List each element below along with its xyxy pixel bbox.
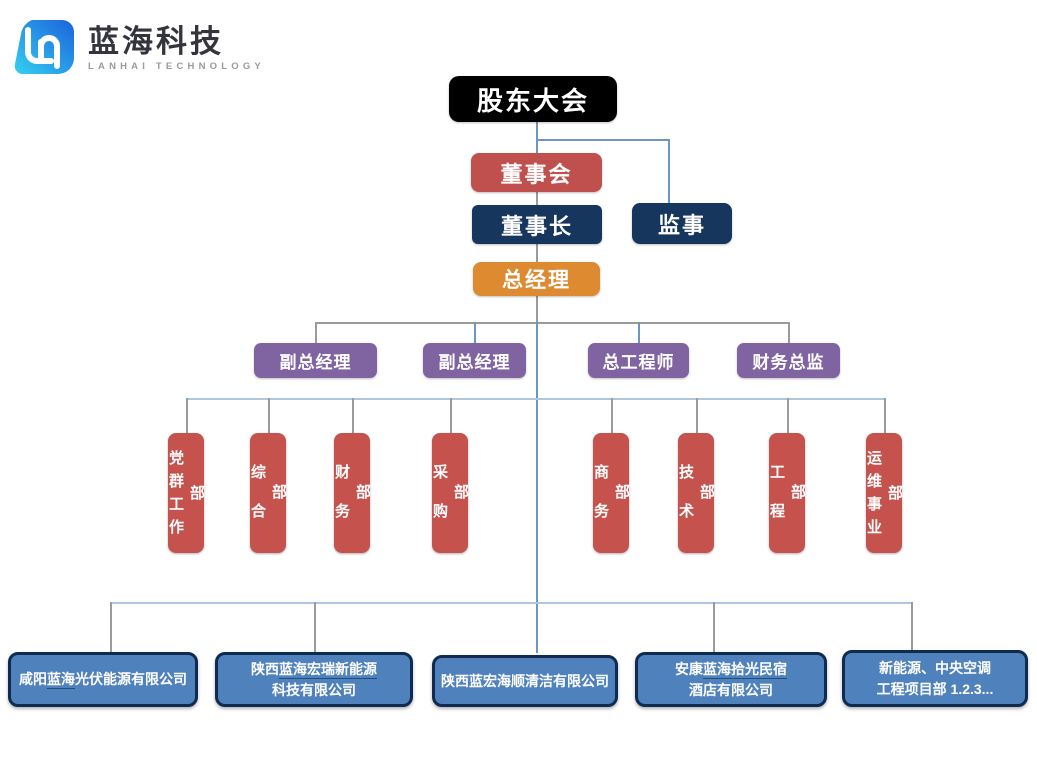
company-name-part: 新能源、中央空调 bbox=[879, 660, 991, 677]
company-name-line2: 工程项目部 1.2.3... bbox=[876, 680, 994, 697]
connector-line bbox=[696, 398, 698, 433]
node-dept-party-affairs: 党群工作部 bbox=[167, 433, 205, 553]
connector-line bbox=[352, 398, 354, 433]
connector-line bbox=[536, 122, 538, 154]
connector-line bbox=[110, 602, 112, 652]
connector-line bbox=[450, 398, 452, 433]
node-label: 总经理 bbox=[502, 269, 571, 292]
node-finance-director: 财务总监 bbox=[737, 343, 840, 378]
brand-logo: 蓝海科技 LANHAI TECHNOLOGY bbox=[12, 18, 265, 80]
brand-text: 蓝海科技 LANHAI TECHNOLOGY bbox=[88, 26, 265, 72]
node-label: 董事会 bbox=[500, 161, 573, 187]
node-company-shaanxi-hongrui: 陕西蓝海宏瑞新能源 科技有限公司 bbox=[215, 652, 413, 707]
connector-line bbox=[638, 322, 640, 344]
brand-name-cn: 蓝海科技 bbox=[88, 24, 224, 59]
node-label: 技术部 bbox=[677, 464, 715, 542]
node-label: 工程部 bbox=[768, 464, 806, 542]
company-name-part: 光伏能源有限公司 bbox=[75, 671, 187, 688]
brand-name-en: LANHAI TECHNOLOGY bbox=[88, 61, 265, 72]
node-label: 财务部 bbox=[333, 464, 371, 542]
connector-line bbox=[713, 602, 715, 652]
company-name-part: 咸阳 bbox=[19, 671, 47, 688]
company-name-line1: 安康蓝海拾光民宿 bbox=[675, 659, 787, 680]
connector-line bbox=[315, 322, 317, 344]
node-company-ankang-hotel: 安康蓝海拾光民宿 酒店有限公司 bbox=[635, 652, 827, 707]
node-label: 采购部 bbox=[431, 464, 469, 542]
connector-line bbox=[474, 322, 476, 344]
connector-line bbox=[268, 398, 270, 433]
connector-line bbox=[186, 398, 884, 400]
connector-line bbox=[110, 602, 911, 604]
connector-line bbox=[314, 602, 316, 652]
node-dept-operations-maintenance: 运维事业部 bbox=[865, 433, 903, 553]
connector-line bbox=[911, 602, 913, 650]
connector-line bbox=[536, 139, 669, 141]
connector-line bbox=[536, 322, 538, 653]
company-name-line1: 咸阳蓝海光伏能源有限公司 bbox=[19, 669, 187, 690]
connector-line bbox=[536, 192, 538, 205]
company-name-part: 陕西 bbox=[251, 661, 279, 678]
node-label: 股东大会 bbox=[476, 85, 589, 116]
node-shareholders-meeting: 股东大会 bbox=[449, 76, 617, 122]
node-label: 财务总监 bbox=[752, 353, 825, 372]
company-name-line1: 陕西蓝宏海顺清洁有限公司 bbox=[441, 671, 609, 691]
node-company-shaanxi-cleaning: 陕西蓝宏海顺清洁有限公司 bbox=[432, 655, 618, 707]
node-label: 综合部 bbox=[249, 464, 287, 542]
connector-line bbox=[611, 398, 613, 433]
connector-line bbox=[536, 296, 538, 323]
node-dept-procurement: 采购部 bbox=[431, 433, 469, 553]
company-name-underlined: 蓝海 bbox=[47, 671, 75, 690]
company-name-line2: 酒店有限公司 bbox=[689, 681, 773, 698]
node-supervisor: 监事 bbox=[632, 203, 732, 244]
company-name-part: 安康 bbox=[675, 661, 703, 678]
connector-line bbox=[787, 398, 789, 433]
connector-line bbox=[884, 398, 886, 433]
company-name-line1: 新能源、中央空调 bbox=[879, 658, 991, 678]
node-label: 总工程师 bbox=[602, 353, 675, 372]
company-name-underlined: 蓝海宏瑞新能源 bbox=[279, 661, 377, 680]
node-chairman: 董事长 bbox=[472, 205, 602, 244]
node-company-project-depts: 新能源、中央空调 工程项目部 1.2.3... bbox=[842, 650, 1028, 707]
node-label: 副总经理 bbox=[438, 353, 511, 372]
node-label: 副总经理 bbox=[279, 353, 352, 372]
node-label: 董事长 bbox=[500, 213, 573, 239]
connector-line bbox=[668, 139, 670, 203]
node-dept-engineering: 工程部 bbox=[768, 433, 806, 553]
node-dept-general-affairs: 综合部 bbox=[249, 433, 287, 553]
node-label: 党群工作部 bbox=[167, 450, 205, 542]
connector-line bbox=[315, 322, 789, 324]
node-general-manager: 总经理 bbox=[473, 262, 600, 296]
connector-line bbox=[186, 398, 188, 433]
node-dept-technology: 技术部 bbox=[677, 433, 715, 553]
company-name-line1: 陕西蓝海宏瑞新能源 bbox=[251, 659, 377, 680]
node-chief-engineer: 总工程师 bbox=[588, 343, 689, 378]
node-dept-business: 商务部 bbox=[592, 433, 630, 553]
node-company-xianyang-pv: 咸阳蓝海光伏能源有限公司 bbox=[8, 652, 198, 707]
node-label: 运维事业部 bbox=[865, 450, 903, 542]
node-deputy-gm-1: 副总经理 bbox=[254, 343, 377, 378]
company-name-part: 陕西蓝宏海顺清洁有限公司 bbox=[441, 672, 609, 689]
node-deputy-gm-2: 副总经理 bbox=[423, 343, 526, 378]
company-name-line2: 科技有限公司 bbox=[272, 681, 356, 698]
node-dept-finance: 财务部 bbox=[333, 433, 371, 553]
node-board-of-directors: 董事会 bbox=[471, 153, 602, 192]
company-name-underlined: 蓝海拾光民宿 bbox=[703, 661, 787, 680]
connector-line bbox=[536, 244, 538, 262]
lanhai-logo-icon bbox=[14, 20, 75, 74]
connector-line bbox=[788, 322, 790, 344]
node-label: 监事 bbox=[657, 212, 706, 238]
node-label: 商务部 bbox=[592, 464, 630, 542]
